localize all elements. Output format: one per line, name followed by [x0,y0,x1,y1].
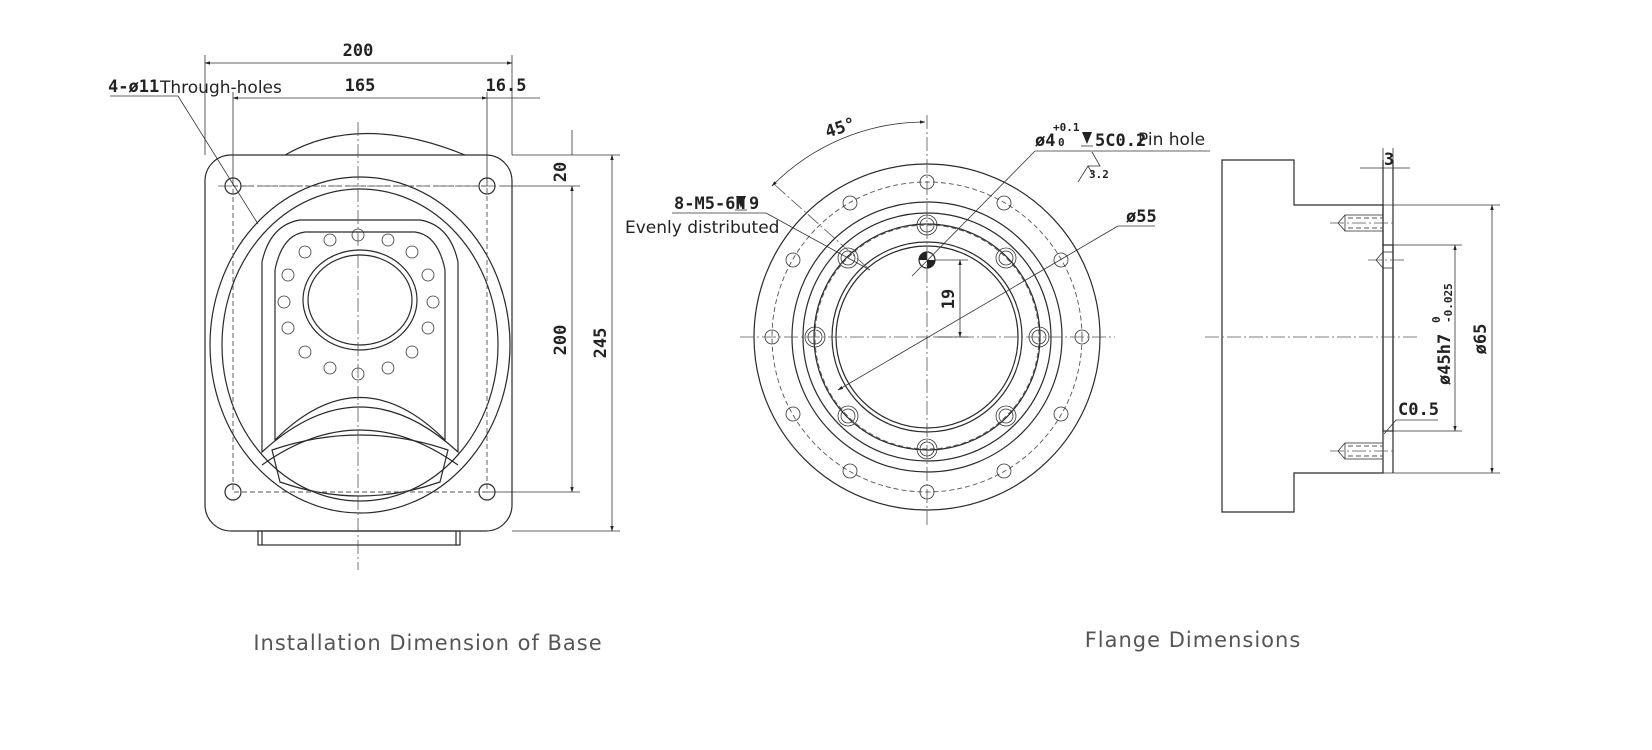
through-hole-bl [224,483,242,501]
threaded-holes [804,214,1050,460]
dim-height-total: 245 [591,328,611,359]
dim-edge-offset-y: 20 [551,162,571,182]
svg-text:ø45h7: ø45h7 [1435,334,1455,385]
dim-hole-spacing-y: 200 [551,325,571,356]
pin-text: Pin hole [1138,130,1205,150]
dia-45-label: ø45h7 0 -0.025 [1430,283,1455,385]
pin-tol-upper: +0.1 [1053,121,1080,134]
roughness-icon [1077,151,1101,183]
ring-holes [277,228,440,381]
pin-tol-lower: 0 [1058,136,1065,149]
base-view: 200 165 16.5 20 200 245 4-ø11 Through-ho… [108,41,620,655]
pin-depth: 5C0.2 [1095,131,1146,151]
chamfer: C0.5 [1398,400,1439,420]
flange-caption: Flange Dimensions [1085,628,1302,652]
base-caption: Installation Dimension of Base [253,631,602,655]
depth-icon [1082,132,1092,144]
hole-note-code: 4-ø11 [108,77,159,97]
dim-19: 19 [939,289,959,309]
angle-45: 45° [823,114,858,143]
depth-icon-2 [736,196,746,208]
svg-text:-0.025: -0.025 [1442,283,1455,323]
roughness-value: 3.2 [1089,168,1109,181]
dim-3: 3 [1384,150,1394,170]
side-view: 3 ø45h7 0 -0.025 ø65 C0.5 [1205,148,1500,513]
pin-dia: ø4 [1035,131,1055,151]
svg-text:0: 0 [1430,316,1443,323]
hole-note-text: Through-holes [159,78,282,98]
dia-65: ø65 [1471,324,1491,355]
thread-callout: 8-M5-6H [674,194,746,214]
flange-view: 45° 19 ø55 ø4 +0.1 0 5C0.2 Pin hole 3.2 … [625,114,1302,652]
dia-55: ø55 [1126,207,1157,227]
thread-note: Evenly distributed [625,218,779,238]
side-thread-holes [1330,214,1405,460]
dim-hole-spacing-x: 165 [345,76,376,96]
dim-edge-offset-x: 16.5 [486,76,527,96]
dim-width-total: 200 [343,41,374,61]
thread-depth: 9 [749,194,759,214]
